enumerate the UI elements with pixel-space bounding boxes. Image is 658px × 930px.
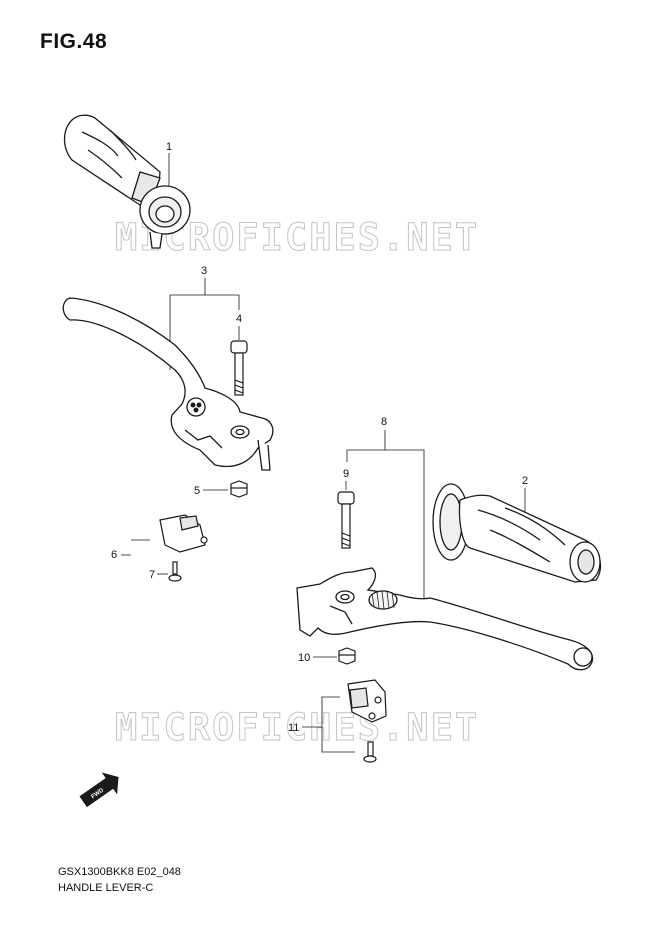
bracket-11 bbox=[321, 696, 355, 753]
part-left-grip bbox=[63, 114, 191, 249]
figure-title: FIG.48 bbox=[40, 30, 108, 53]
footer-section-name: HANDLE LEVER-C bbox=[58, 882, 154, 894]
part-nut-10 bbox=[338, 647, 356, 665]
part-switch-6 bbox=[159, 514, 208, 553]
part-left-lever bbox=[62, 297, 274, 471]
part-screw-11 bbox=[363, 741, 377, 763]
bracket-3 bbox=[169, 278, 206, 370]
bracket-3-right bbox=[205, 294, 240, 310]
callout-8: 8 bbox=[381, 416, 387, 428]
callout-9: 9 bbox=[343, 468, 349, 480]
callout-10: 10 bbox=[298, 652, 310, 664]
callout-11: 11 bbox=[288, 722, 299, 734]
forward-arrow-icon: FWD bbox=[79, 772, 119, 808]
callout-4: 4 bbox=[236, 313, 242, 325]
callout-5: 5 bbox=[194, 485, 200, 497]
watermark-top: MICROFICHES.NET bbox=[115, 216, 479, 259]
part-right-grip bbox=[432, 483, 602, 583]
callout-1: 1 bbox=[166, 141, 172, 153]
part-screw-7 bbox=[168, 561, 182, 582]
watermark-bottom: MICROFICHES.NET bbox=[115, 706, 479, 749]
bracket-8 bbox=[346, 430, 386, 462]
part-bolt-4 bbox=[230, 340, 248, 396]
bracket-8-right bbox=[385, 449, 425, 598]
part-nut-5 bbox=[230, 480, 248, 498]
callout-2: 2 bbox=[522, 475, 528, 487]
callout-6: 6 bbox=[111, 549, 117, 561]
callout-3: 3 bbox=[201, 265, 207, 277]
part-switch-11 bbox=[347, 679, 387, 723]
part-right-lever bbox=[296, 567, 594, 671]
part-bolt-9 bbox=[337, 491, 355, 549]
footer-model-code: GSX1300BKK8 E02_048 bbox=[58, 866, 181, 878]
callout-7: 7 bbox=[149, 569, 155, 581]
